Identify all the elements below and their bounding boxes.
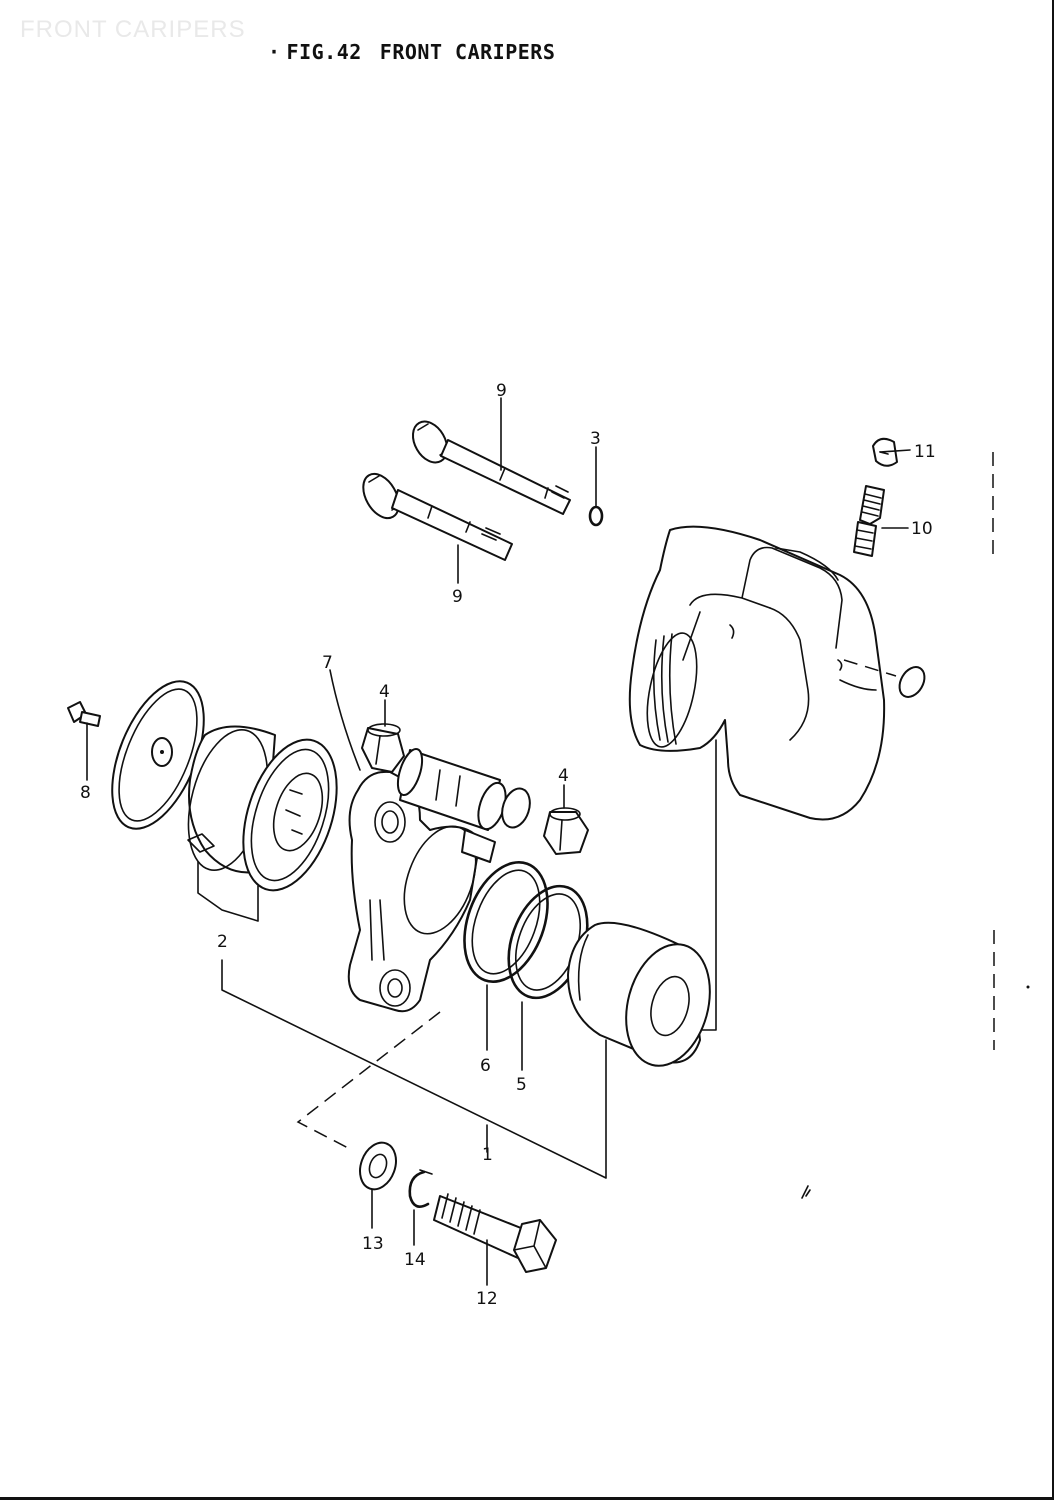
- caliper-piston: [567, 921, 711, 1067]
- leader-lines: [86, 397, 1030, 1286]
- callout-9-upper: 9: [496, 381, 507, 401]
- bushing-4-lower: [543, 807, 589, 855]
- callout-9-lower: 9: [452, 587, 463, 607]
- callout-labels: 9 3 9 11 10 7 4 4 8 2 6 5 1 13 14 12: [80, 381, 936, 1309]
- slide-sleeve: [396, 747, 531, 863]
- figure-caption: FRONT CARIPERS: [379, 40, 556, 64]
- callout-8: 8: [80, 783, 91, 803]
- callout-13: 13: [362, 1234, 384, 1254]
- brake-pad-assembly-2: [187, 725, 338, 892]
- page-border-right: [1052, 0, 1054, 1500]
- callout-6: 6: [480, 1056, 491, 1076]
- callout-5: 5: [516, 1075, 527, 1095]
- piston-seal-6: [463, 861, 549, 983]
- caliper-body: [628, 525, 886, 821]
- callout-11: 11: [914, 442, 936, 462]
- callout-7: 7: [322, 653, 333, 673]
- title-tick: ·: [268, 40, 281, 64]
- bleeder-valve-10: [853, 485, 885, 557]
- bolt-12: [433, 1193, 557, 1273]
- bushing-4-upper: [361, 723, 405, 773]
- callout-12: 12: [476, 1289, 498, 1309]
- callout-4-upper: 4: [379, 682, 390, 702]
- bolt-9-lower: [362, 472, 513, 561]
- lock-clip-14: [408, 1169, 433, 1208]
- o-ring-3: [588, 505, 604, 527]
- washer-13: [359, 1141, 397, 1191]
- bolt-8: [67, 701, 101, 727]
- figure-number: FIG.42: [286, 40, 362, 64]
- watermark: FRONT CARIPERS: [20, 16, 246, 43]
- callout-10: 10: [911, 519, 933, 539]
- bolt-9-upper: [411, 420, 571, 515]
- dust-cover-plate: [111, 680, 205, 830]
- callout-4-lower: 4: [558, 766, 569, 786]
- caliper-plug: [843, 659, 926, 698]
- page-border-bottom: [0, 1497, 1054, 1500]
- callout-1: 1: [482, 1145, 493, 1165]
- callout-3: 3: [590, 429, 601, 449]
- callout-2: 2: [217, 932, 228, 952]
- figure-title: ·FIG.42 FRONT CARIPERS: [268, 40, 555, 64]
- callout-14: 14: [404, 1250, 426, 1270]
